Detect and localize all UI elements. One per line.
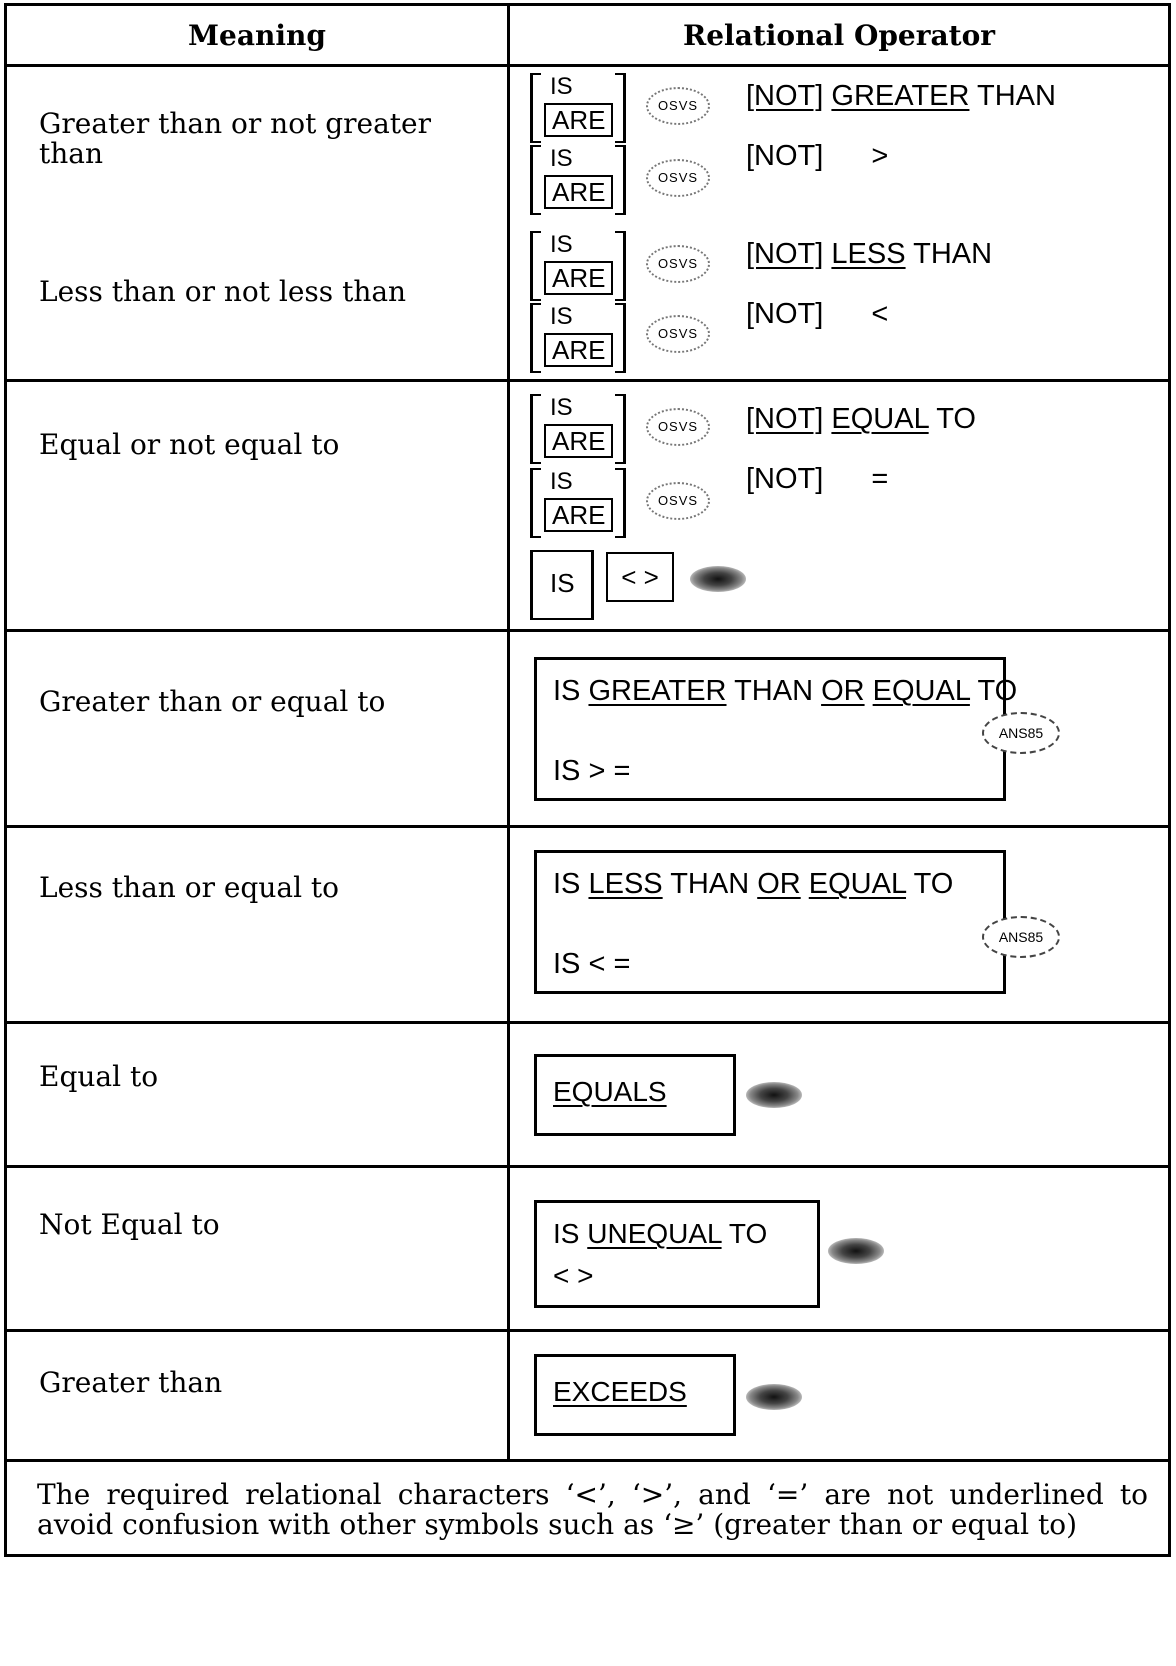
operator-cell: IS LESS THAN OR EQUAL TO IS < = ANS85 <box>507 825 1171 1024</box>
operator-box: IS LESS THAN OR EQUAL TO IS < = <box>534 850 1006 994</box>
header-meaning: Meaning <box>4 3 510 67</box>
osvs-tag: OSVS <box>646 482 710 520</box>
meaning-cell: Less than or equal to <box>4 825 510 1024</box>
operator-cell: IS GREATER THAN OR EQUAL TO IS > = ANS85 <box>507 629 1171 828</box>
meaning-text: Less than or equal to <box>39 871 340 904</box>
operator-line: IS > = <box>553 755 631 787</box>
is-bracket: IS <box>530 550 594 620</box>
operator-text: [NOT]< <box>746 298 889 330</box>
operator-box: IS UNEQUAL TO < > <box>534 1200 820 1308</box>
meaning-cell: Equal to <box>4 1021 510 1168</box>
footnote-text: The required relational characters ‘<’, … <box>4 1459 1171 1557</box>
table-row: Less than or equal to IS LESS THAN OR EQ… <box>4 825 1171 1024</box>
osvs-tag: OSVS <box>646 245 710 283</box>
table-row: Greater than or equal to IS GREATER THAN… <box>4 629 1171 828</box>
extension-shading-icon <box>746 1384 802 1410</box>
osvs-tag: OSVS <box>646 315 710 353</box>
meaning-cell: Greater than <box>4 1329 510 1462</box>
header-operator: Relational Operator <box>507 3 1171 67</box>
ans85-tag: ANS85 <box>982 916 1060 958</box>
osvs-tag: OSVS <box>646 159 710 197</box>
table-header-row: Meaning Relational Operator <box>4 3 1171 67</box>
meaning-text: Not Equal to <box>39 1208 220 1241</box>
meaning-text: Greater than <box>39 1366 223 1399</box>
table-row: Greater than EXCEEDS <box>4 1329 1171 1462</box>
operator-box: EQUALS <box>534 1054 736 1136</box>
operator-line: < > <box>553 1260 594 1291</box>
extension-shading-icon <box>690 566 746 592</box>
meaning-text: Greater than or equal to <box>39 685 386 718</box>
meaning-cell: Greater than or equal to <box>4 629 510 828</box>
meaning-text: Less than or not less than <box>39 275 407 308</box>
operator-box: IS GREATER THAN OR EQUAL TO IS > = <box>534 657 1017 801</box>
operator-line: IS < = <box>553 948 631 980</box>
operator-cell: IS UNEQUAL TO < > <box>507 1165 1171 1332</box>
extension-shading-icon <box>746 1082 802 1108</box>
operator-line: EXCEEDS <box>553 1376 687 1407</box>
osvs-tag: OSVS <box>646 87 710 125</box>
operator-line: EQUALS <box>553 1076 667 1107</box>
operator-line: IS UNEQUAL TO <box>553 1218 768 1249</box>
operator-text: [NOT]= <box>746 463 889 495</box>
operator-text: [NOT] EQUAL TO <box>746 403 976 435</box>
operator-text: [NOT] GREATER THAN <box>746 80 1056 112</box>
meaning-cell: Not Equal to <box>4 1165 510 1332</box>
meaning-cell: Greater than or not greater than Less th… <box>4 64 510 382</box>
meaning-text: Equal or not equal to <box>39 428 340 461</box>
meaning-text: Equal to <box>39 1060 159 1093</box>
meaning-cell: Equal or not equal to <box>4 379 510 632</box>
operator-text: [NOT]> <box>746 140 889 172</box>
ans85-tag: ANS85 <box>982 712 1060 754</box>
not-equal-box: < > <box>606 552 674 602</box>
operator-text: [NOT] LESS THAN <box>746 238 993 270</box>
relational-operator-table: Meaning Relational Operator Greater than… <box>4 3 1171 1557</box>
table-row: Greater than or not greater than Less th… <box>4 64 1171 382</box>
osvs-tag: OSVS <box>646 408 710 446</box>
operator-cell: EQUALS <box>507 1021 1171 1168</box>
table-row: Not Equal to IS UNEQUAL TO < > <box>4 1165 1171 1332</box>
operator-box: EXCEEDS <box>534 1354 736 1436</box>
extension-shading-icon <box>828 1238 884 1264</box>
footnote-row: The required relational characters ‘<’, … <box>4 1459 1171 1557</box>
table-row: Equal to EQUALS <box>4 1021 1171 1168</box>
operator-line: IS GREATER THAN OR EQUAL TO <box>553 675 1018 707</box>
operator-cell: EXCEEDS <box>507 1329 1171 1462</box>
meaning-text: Greater than or not greater than <box>39 107 431 170</box>
operator-line: IS LESS THAN OR EQUAL TO <box>553 868 954 900</box>
